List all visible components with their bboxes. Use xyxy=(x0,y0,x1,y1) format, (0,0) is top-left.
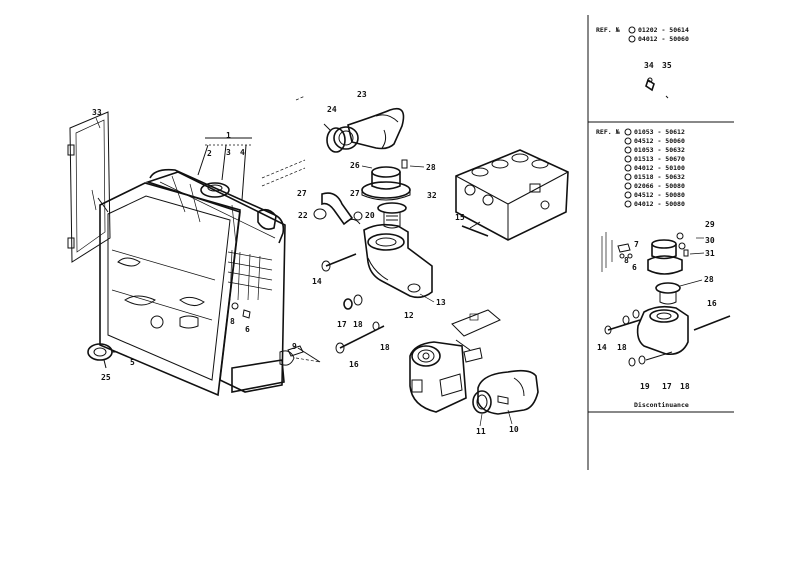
bolt-16-washers xyxy=(335,294,385,354)
hose-clamp-25 xyxy=(87,343,118,369)
ref-mid-line-4: 01513 - 50670 xyxy=(634,155,685,163)
callout-22: 22 xyxy=(298,211,308,220)
callout-18-lower: 18 xyxy=(380,343,390,352)
sub-part-14: 14 xyxy=(597,343,607,352)
drain-plug-parts xyxy=(231,302,251,319)
callout-10: 10 xyxy=(509,425,519,434)
ref-mid-line-5: 04012 - 50100 xyxy=(634,164,685,172)
callout-1: 1 xyxy=(226,131,231,140)
callout-8: 8 xyxy=(230,317,235,326)
callout-15: 15 xyxy=(455,213,465,222)
ref-mid-line-7: 02066 - 50080 xyxy=(634,182,685,190)
callout-3: 3 xyxy=(226,148,231,157)
right-panel-frame xyxy=(587,15,734,470)
callout-23: 23 xyxy=(357,90,367,99)
callout-28: 28 xyxy=(426,163,436,172)
ref-top-prefix: REF. № xyxy=(596,26,620,34)
sub-part-7: 7 xyxy=(634,240,639,249)
sub-part-6: 6 xyxy=(632,263,637,272)
ref-block-mid: REF. № 01053 - 50612 04512 - 50060 01053… xyxy=(596,128,685,208)
ref-mid-line-9: 04012 - 50080 xyxy=(634,200,685,208)
callout-5: 5 xyxy=(130,358,135,367)
discontinuance-note: Discontinuance xyxy=(634,401,689,409)
callout-20: 20 xyxy=(365,211,375,220)
right-sub-diagram: 29 30 31 28 7 8 6 16 14 18 18 19 17 Disc… xyxy=(597,220,731,409)
sub-part-30: 30 xyxy=(705,236,715,245)
ref-mid-line-1: 01053 - 50612 xyxy=(634,128,685,136)
water-flange-housing xyxy=(321,223,433,299)
ref-block-top: REF. № 01202 - 50614 04012 - 50060 34 35 xyxy=(596,26,689,99)
part-35: 35 xyxy=(662,61,672,70)
ref-mid-line-6: 01518 - 50632 xyxy=(634,173,685,181)
callout-27-left: 27 xyxy=(297,189,307,198)
ref-mid-line-3: 01053 - 50632 xyxy=(634,146,685,154)
sub-part-29: 29 xyxy=(705,220,715,229)
callout-labels: 33 2 3 4 1 24 23 26 28 27 27 22 20 32 15… xyxy=(92,90,519,436)
ref-mid-prefix: REF. № xyxy=(596,128,620,136)
cylinder-head xyxy=(455,149,569,241)
lower-water-hose xyxy=(472,369,539,415)
callout-6: 6 xyxy=(245,325,250,334)
callout-26: 26 xyxy=(350,161,360,170)
sub-part-8: 8 xyxy=(624,256,629,265)
callout-14: 14 xyxy=(312,277,322,286)
callout-4: 4 xyxy=(240,148,245,157)
sub-part-28: 28 xyxy=(704,275,714,284)
callout-25: 25 xyxy=(101,373,111,382)
callout-33: 33 xyxy=(92,108,102,117)
guide-lines-left xyxy=(261,95,321,363)
callout-1-bracket xyxy=(197,137,252,201)
ref-mid-line-2: 04512 - 50060 xyxy=(634,137,685,145)
callout-24: 24 xyxy=(327,105,337,114)
callout-18-upper: 18 xyxy=(353,320,363,329)
bypass-hose xyxy=(313,192,363,226)
callout-16: 16 xyxy=(349,360,359,369)
callout-9: 9 xyxy=(292,342,297,351)
sub-part-17: 17 xyxy=(662,382,672,391)
ref-mid-line-8: 04512 - 50080 xyxy=(634,191,685,199)
ref-top-line-2: 04012 - 50060 xyxy=(638,35,689,43)
callout-13: 13 xyxy=(436,298,446,307)
ref-top-line-1: 01202 - 50614 xyxy=(638,26,689,34)
sub-part-18-lower: 18 xyxy=(680,382,690,391)
sub-part-16: 16 xyxy=(707,299,717,308)
sub-part-18-upper: 18 xyxy=(617,343,627,352)
sub-part-19: 19 xyxy=(640,382,650,391)
callout-32: 32 xyxy=(427,191,437,200)
thermostat xyxy=(377,202,407,229)
part-34: 34 xyxy=(644,61,654,70)
callout-17: 17 xyxy=(337,320,347,329)
radiator-shroud xyxy=(67,111,111,263)
callout-11: 11 xyxy=(476,427,486,436)
radiator-body xyxy=(145,168,321,393)
thermostat-cover xyxy=(361,159,411,201)
radiator-core-frame xyxy=(99,182,241,397)
callout-12: 12 xyxy=(404,311,414,320)
upper-water-hose xyxy=(323,107,405,153)
stud-15 xyxy=(461,225,489,237)
callout-2: 2 xyxy=(207,149,212,158)
sub-part-31: 31 xyxy=(705,249,715,258)
callout-27-right: 27 xyxy=(350,189,360,198)
water-pump xyxy=(409,309,501,413)
